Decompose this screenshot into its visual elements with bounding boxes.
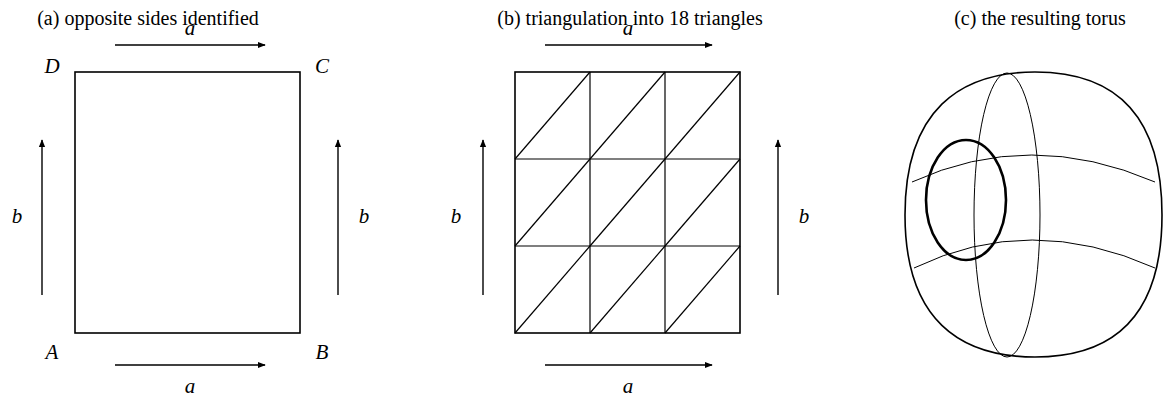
side-label: a xyxy=(623,18,634,39)
panel-title: (a) opposite sides identified xyxy=(37,8,259,28)
square xyxy=(75,72,300,333)
side-label: b xyxy=(451,206,462,227)
side-arrow xyxy=(41,140,42,295)
side-label: a xyxy=(623,376,634,397)
side-label: a xyxy=(185,376,196,397)
side-label: b xyxy=(799,206,810,227)
side-arrow xyxy=(115,44,265,45)
triangulation-grid xyxy=(515,72,740,333)
side-arrow xyxy=(337,140,338,295)
side-arrow xyxy=(115,364,265,365)
side-label: b xyxy=(12,206,23,227)
corner-label: C xyxy=(315,56,329,77)
corner-label: A xyxy=(46,342,59,363)
corner-label: B xyxy=(316,342,329,363)
side-arrow xyxy=(482,140,483,295)
torus-drawing xyxy=(905,72,1162,357)
corner-label: D xyxy=(44,56,59,77)
panel-title: (c) the resulting torus xyxy=(954,8,1126,28)
side-arrow xyxy=(545,364,712,365)
side-arrow xyxy=(545,44,712,45)
side-arrow xyxy=(777,140,778,295)
side-label: a xyxy=(185,18,196,39)
side-label: b xyxy=(359,206,370,227)
